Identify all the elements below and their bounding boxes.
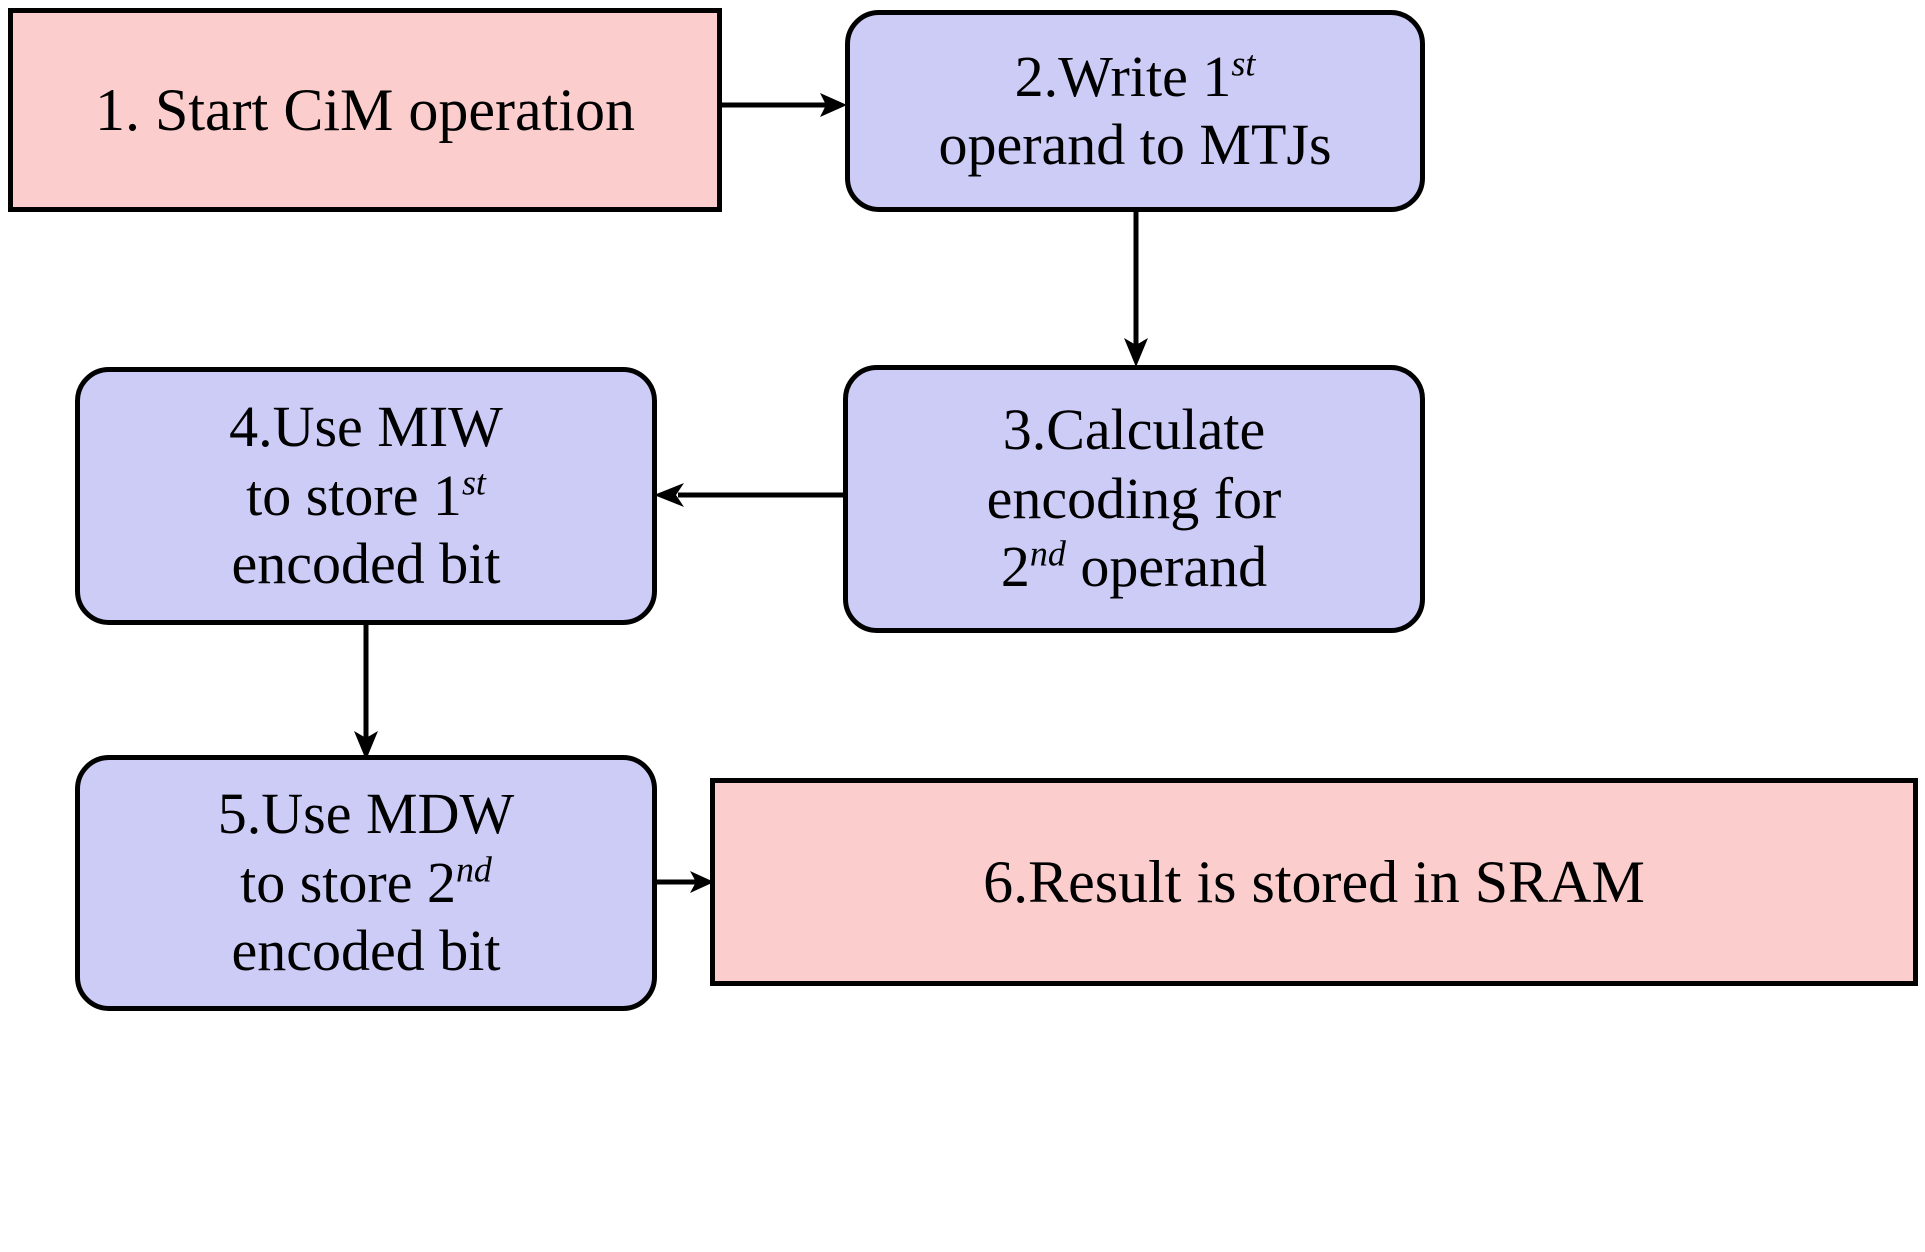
node-start-cim-operation[interactable]: 1. Start CiM operation <box>8 8 722 212</box>
arrow-step5-to-step6 <box>652 862 722 902</box>
node-step6-label: 6.Result is stored in SRAM <box>983 848 1645 915</box>
arrow-step2-to-step3 <box>1115 210 1157 370</box>
node-result-stored-in-sram[interactable]: 6.Result is stored in SRAM <box>710 778 1918 986</box>
arrow-step4-to-step5 <box>345 623 387 763</box>
arrow-step1-to-step2 <box>720 85 850 125</box>
node-step1-label: 1. Start CiM operation <box>95 76 635 143</box>
arrow-step3-to-step4 <box>650 475 850 515</box>
